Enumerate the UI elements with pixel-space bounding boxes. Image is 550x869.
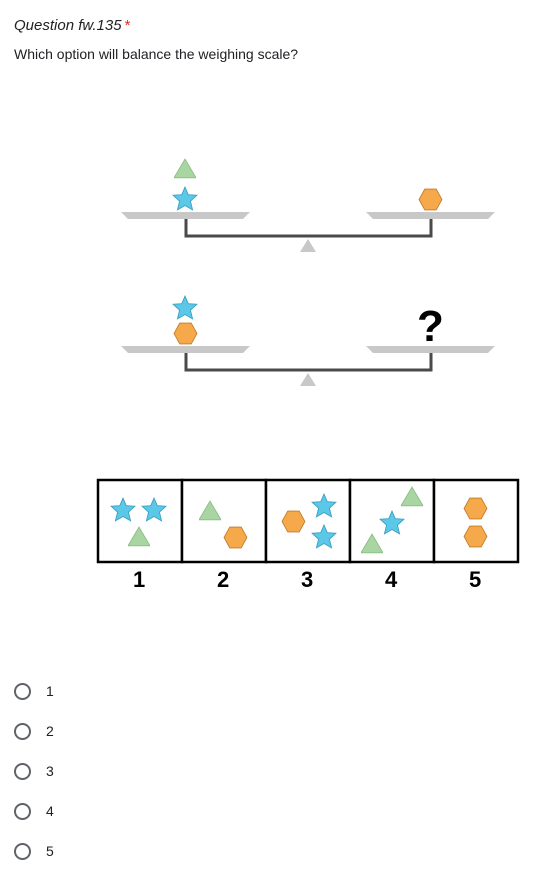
option-4[interactable]: 4	[14, 800, 54, 822]
option-label-4: 4	[46, 803, 54, 819]
answer-box-label-4: 4	[385, 567, 398, 592]
radio-button-4[interactable]	[14, 802, 31, 820]
scale-1-fulcrum	[300, 239, 316, 252]
radio-button-1[interactable]	[14, 682, 31, 700]
option-1[interactable]: 1	[14, 680, 54, 702]
answer-box-label-1: 1	[133, 567, 145, 592]
option-5[interactable]: 5	[14, 840, 54, 862]
scale-1	[121, 158, 495, 252]
hexagon-icon	[173, 322, 198, 345]
scale-2-fulcrum	[300, 373, 316, 386]
question-title: Question fw.135*	[14, 17, 130, 34]
radio-button-2[interactable]	[14, 722, 31, 740]
option-label-1: 1	[46, 683, 54, 699]
radio-button-5[interactable]	[14, 842, 31, 860]
answer-box-3	[264, 478, 352, 564]
puzzle-figure: ? 1 2 3 4 5	[96, 158, 520, 592]
answer-box-1	[96, 478, 184, 564]
radio-button-3[interactable]	[14, 762, 31, 780]
star-icon	[172, 295, 198, 320]
star-icon	[172, 186, 198, 211]
answer-box-5	[432, 478, 520, 564]
scale-2-right-pan	[366, 346, 495, 353]
option-3[interactable]: 3	[14, 760, 54, 782]
answer-box-label-3: 3	[301, 567, 313, 592]
scale-1-left-pan	[121, 212, 250, 219]
option-label-5: 5	[46, 843, 54, 859]
hexagon-icon	[418, 188, 443, 211]
option-label-2: 2	[46, 723, 54, 739]
scale-1-beam	[184, 219, 433, 238]
scale-2: ?	[121, 295, 495, 386]
question-text: Which option will balance the weighing s…	[14, 46, 299, 62]
option-2[interactable]: 2	[14, 720, 54, 742]
option-label-3: 3	[46, 763, 54, 779]
answer-box-2	[180, 478, 268, 564]
unknown-question-mark: ?	[417, 302, 444, 351]
scale-1-right-pan	[366, 212, 495, 219]
question-title-text: Question fw.135	[14, 17, 122, 34]
triangle-icon	[174, 158, 196, 179]
answer-boxes: 1 2 3 4 5	[96, 478, 520, 592]
answer-box-label-2: 2	[217, 567, 229, 592]
scale-2-beam	[184, 353, 433, 372]
scale-2-left-pan	[121, 346, 250, 353]
required-asterisk: *	[124, 17, 131, 34]
answer-box-label-5: 5	[469, 567, 481, 592]
